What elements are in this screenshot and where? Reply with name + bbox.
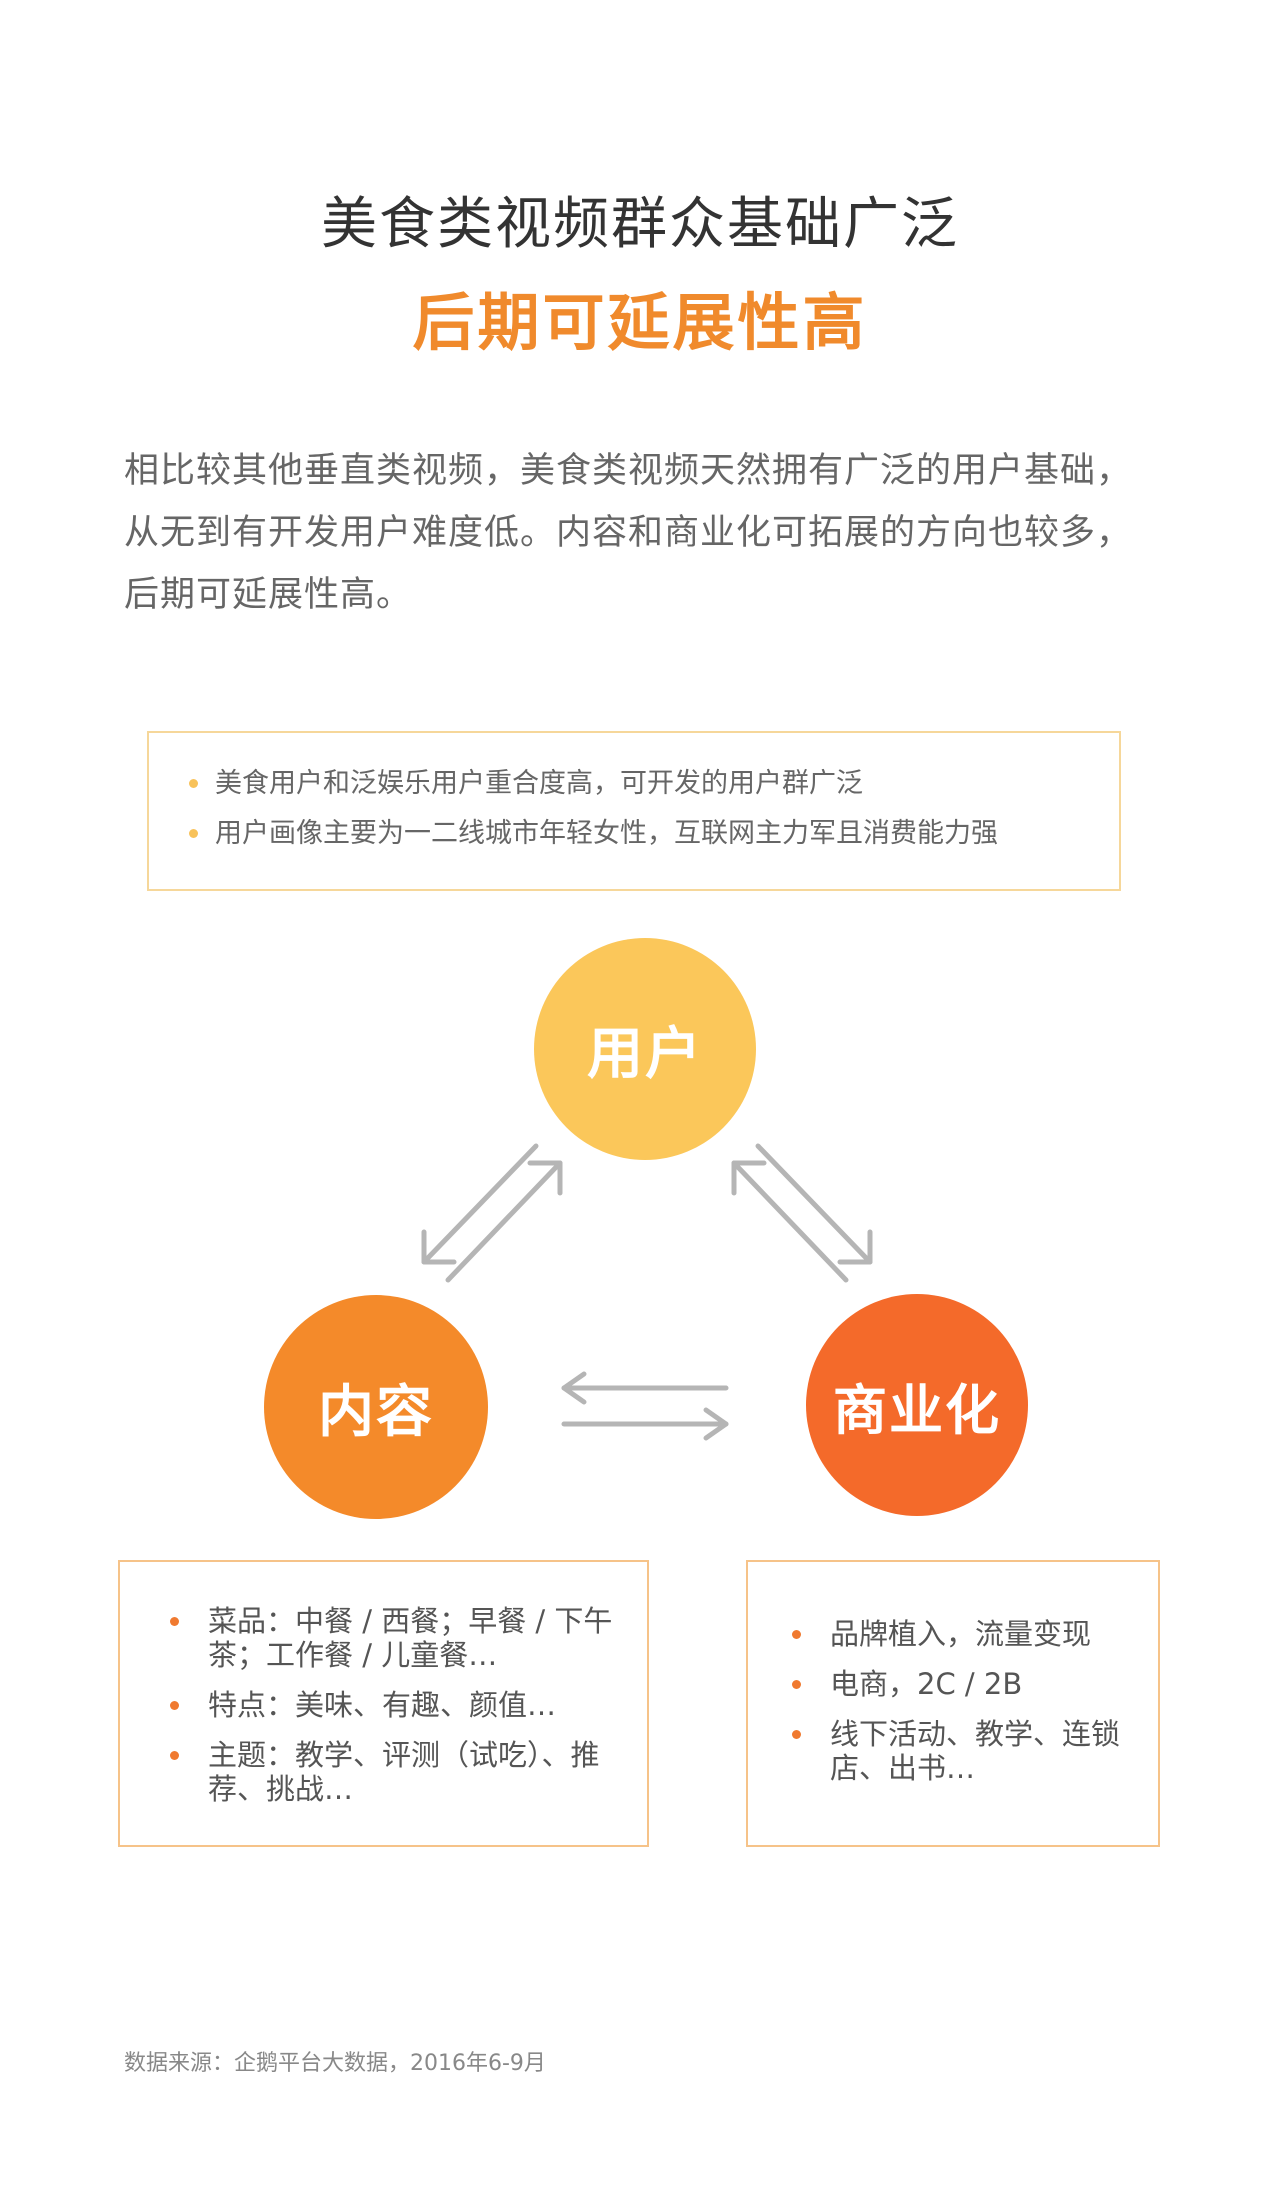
content-details-box: 菜品：中餐 / 西餐；早餐 / 下午茶；工作餐 / 儿童餐… 特点：美味、有趣、… <box>118 1560 649 1847</box>
arrow-user-content-icon <box>421 1143 563 1283</box>
list-item: 线下活动、教学、连锁店、出书… <box>792 1717 1132 1785</box>
detail-text: 菜品：中餐 / 西餐；早餐 / 下午茶；工作餐 / 儿童餐… <box>208 1604 613 1672</box>
commerce-details-box: 品牌植入，流量变现 电商，2C / 2B 线下活动、教学、连锁店、出书… <box>746 1560 1160 1847</box>
arrow-user-commerce-icon <box>731 1143 873 1283</box>
note-item: 用户画像主要为一二线城市年轻女性，互联网主力军且消费能力强 <box>189 809 1119 859</box>
user-node-label: 用户 <box>587 1021 703 1087</box>
bullet-dot-icon <box>792 1630 801 1639</box>
list-item: 菜品：中餐 / 西餐；早餐 / 下午茶；工作餐 / 儿童餐… <box>170 1604 620 1672</box>
bullet-dot-icon <box>170 1617 179 1626</box>
detail-text: 品牌植入，流量变现 <box>830 1617 1092 1651</box>
bullet-dot-icon <box>189 829 198 838</box>
page-title: 美食类视频群众基础广泛 <box>321 192 959 257</box>
arrow-content-commerce-icon <box>561 1371 729 1441</box>
commerce-details-list: 品牌植入，流量变现 电商，2C / 2B 线下活动、教学、连锁店、出书… <box>792 1617 1132 1801</box>
content-node: 内容 <box>264 1295 488 1519</box>
detail-text: 主题：教学、评测（试吃）、推荐、挑战… <box>208 1738 600 1806</box>
bullet-dot-icon <box>189 779 198 788</box>
data-source: 数据来源：企鹅平台大数据，2016年6-9月 <box>124 2051 546 2076</box>
note-item: 美食用户和泛娱乐用户重合度高，可开发的用户群广泛 <box>189 759 1119 809</box>
list-item: 品牌植入，流量变现 <box>792 1617 1132 1651</box>
intro-paragraph: 相比较其他垂直类视频，美食类视频天然拥有广泛的用户基础，从无到有开发用户难度低。… <box>124 451 1133 615</box>
user-node: 用户 <box>534 938 756 1160</box>
page-subtitle: 后期可延展性高 <box>412 286 868 359</box>
bullet-dot-icon <box>170 1751 179 1760</box>
bullet-dot-icon <box>792 1730 801 1739</box>
note-text: 美食用户和泛娱乐用户重合度高，可开发的用户群广泛 <box>215 768 863 799</box>
list-item: 主题：教学、评测（试吃）、推荐、挑战… <box>170 1738 620 1806</box>
commerce-node: 商业化 <box>806 1294 1028 1516</box>
detail-text: 特点：美味、有趣、颜值… <box>208 1688 557 1722</box>
note-text: 用户画像主要为一二线城市年轻女性，互联网主力军且消费能力强 <box>215 818 998 849</box>
content-details-list: 菜品：中餐 / 西餐；早餐 / 下午茶；工作餐 / 儿童餐… 特点：美味、有趣、… <box>170 1604 620 1822</box>
list-item: 特点：美味、有趣、颜值… <box>170 1688 620 1722</box>
bullet-dot-icon <box>792 1680 801 1689</box>
commerce-node-label: 商业化 <box>833 1378 1001 1442</box>
list-item: 电商，2C / 2B <box>792 1667 1132 1701</box>
detail-text: 电商，2C / 2B <box>830 1667 1023 1701</box>
user-notes-box: 美食用户和泛娱乐用户重合度高，可开发的用户群广泛 用户画像主要为一二线城市年轻女… <box>147 731 1121 891</box>
bullet-dot-icon <box>170 1701 179 1710</box>
detail-text: 线下活动、教学、连锁店、出书… <box>830 1717 1121 1785</box>
content-node-label: 内容 <box>318 1379 434 1445</box>
